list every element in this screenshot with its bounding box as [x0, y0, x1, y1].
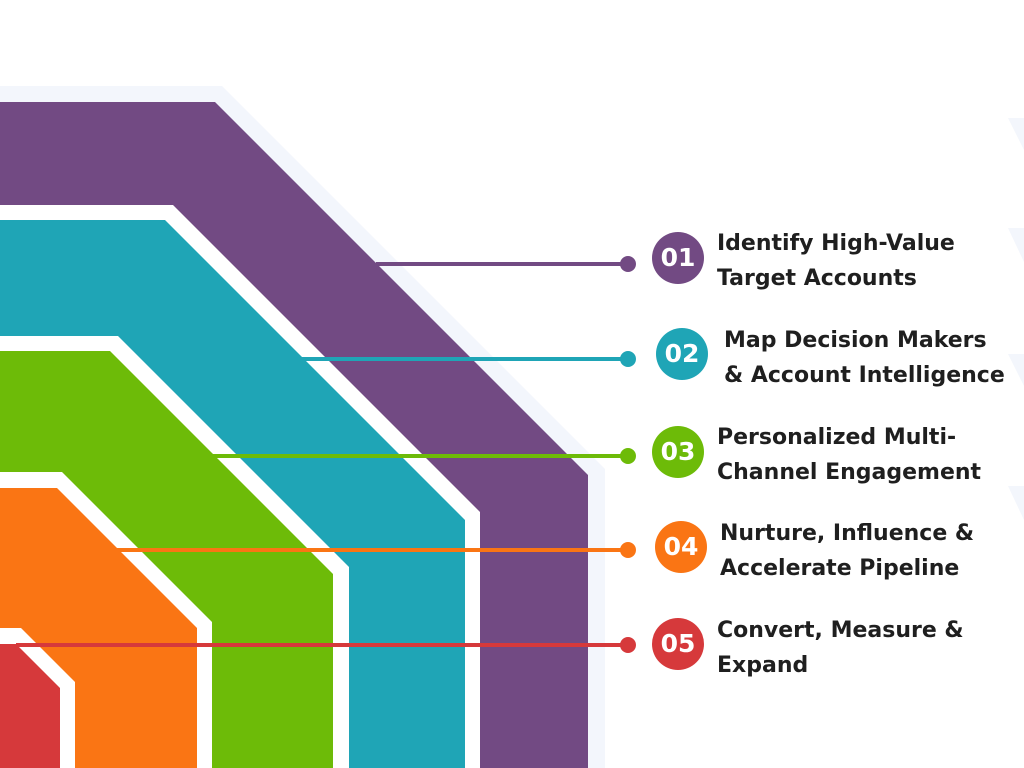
decor-mark-4: [1008, 486, 1024, 520]
connector-dot-02: [620, 351, 636, 367]
connector-dot-01: [620, 256, 636, 272]
step-number-badge-05: 05: [652, 618, 704, 670]
step-label-03-line1: Personalized Multi-: [717, 425, 957, 450]
connector-dot-04: [620, 542, 636, 558]
step-label-01: Identify High-Value Target Accounts: [717, 226, 955, 296]
step-number-badge-04: 04: [655, 521, 707, 573]
step-label-04-line1: Nurture, Influence &: [720, 521, 975, 546]
step-label-02-line2: & Account Intelligence: [724, 363, 1005, 388]
decor-mark-1: [1008, 118, 1024, 150]
step-label-02: Map Decision Makers & Account Intelligen…: [724, 323, 1005, 393]
step-label-05-line2: Expand: [717, 653, 809, 678]
connector-dot-05: [620, 637, 636, 653]
step-label-05: Convert, Measure & Expand: [717, 613, 964, 683]
step-label-05-line1: Convert, Measure &: [717, 618, 964, 643]
step-label-04-line2: Accelerate Pipeline: [720, 556, 960, 581]
step-label-01-line2: Target Accounts: [717, 266, 917, 291]
step-label-03-line2: Channel Engagement: [717, 460, 982, 485]
step-number-badge-03: 03: [652, 426, 704, 478]
step-label-02-line1: Map Decision Makers: [724, 328, 987, 353]
decor-mark-2: [1008, 228, 1024, 262]
step-label-03: Personalized Multi- Channel Engagement: [717, 420, 981, 490]
step-label-04: Nurture, Influence & Accelerate Pipeline: [720, 516, 974, 586]
decor-mark-3: [1008, 354, 1024, 386]
step-number-badge-01: 01: [652, 232, 704, 284]
step-number-badge-02: 02: [656, 328, 708, 380]
connector-dot-03: [620, 448, 636, 464]
step-label-01-line1: Identify High-Value: [717, 231, 955, 256]
layer-5-red: [0, 644, 60, 768]
